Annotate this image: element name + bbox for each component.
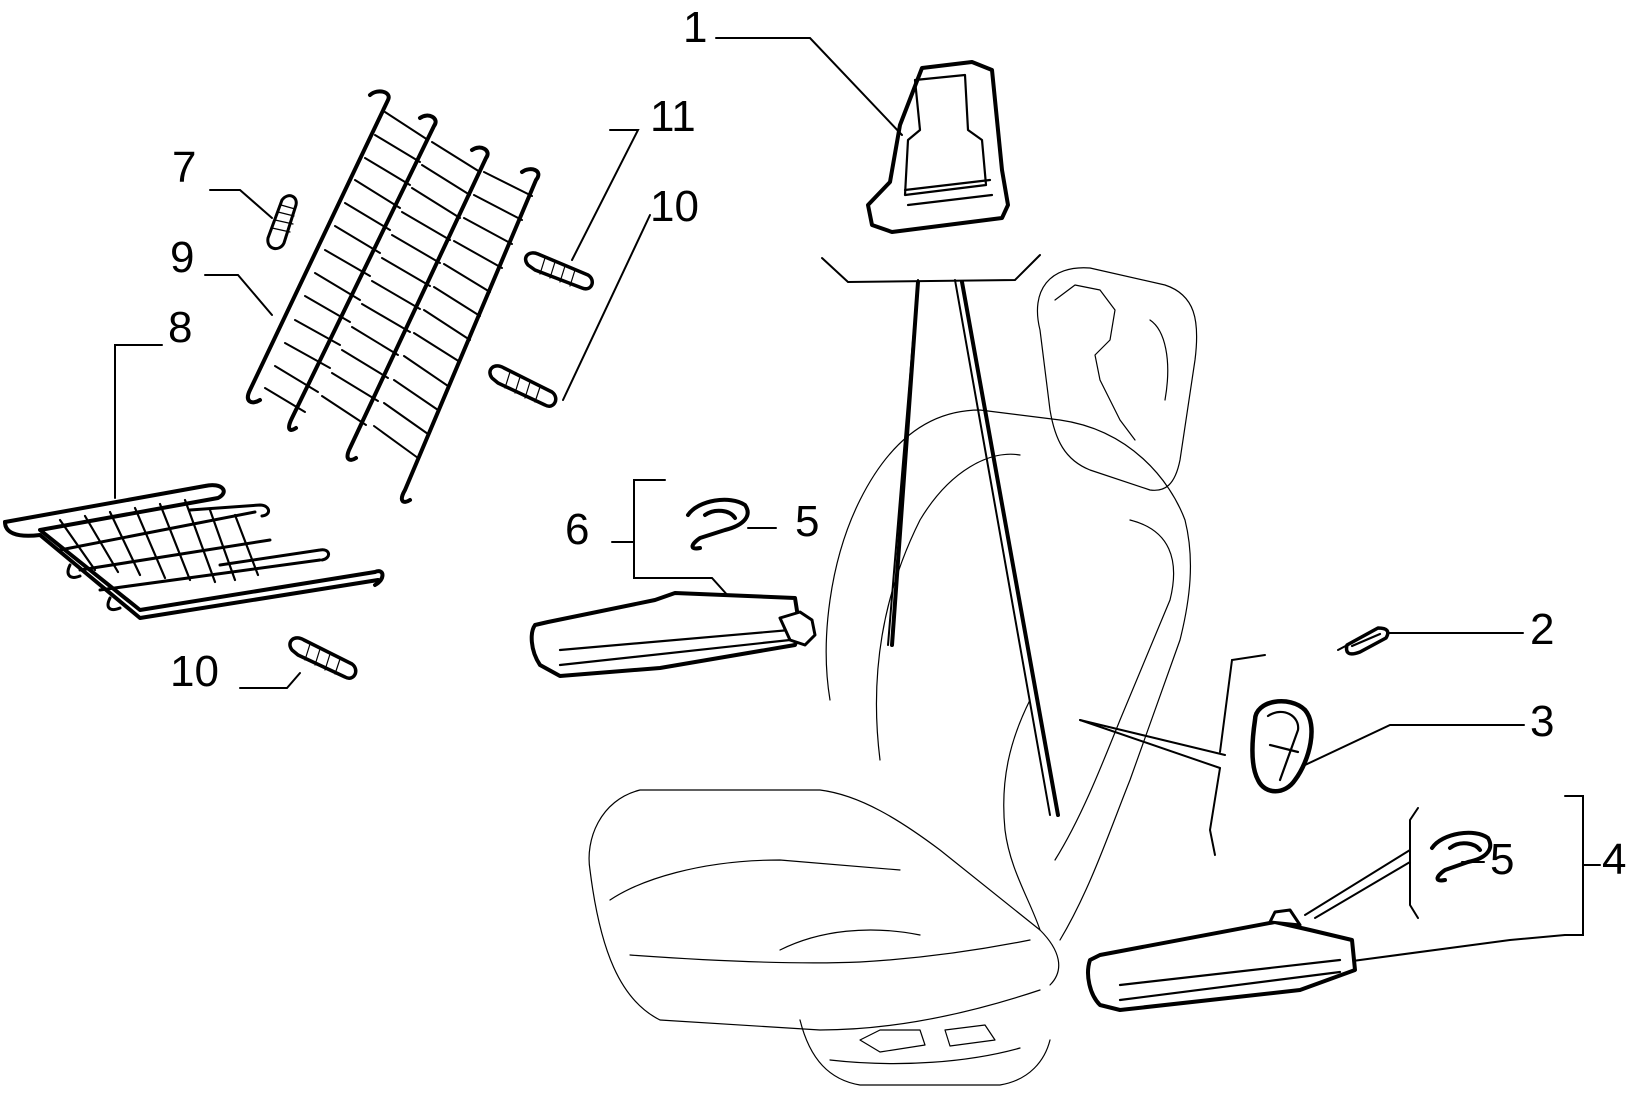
armrest-4 — [1086, 908, 1357, 1012]
callout-8: 8 — [168, 303, 193, 352]
callout-9: 9 — [170, 233, 195, 282]
callout-10-upper: 10 — [650, 182, 699, 231]
clip-5-left — [686, 497, 750, 551]
clip-2 — [1344, 626, 1390, 656]
callout-11: 11 — [650, 92, 696, 141]
callout-4: 4 — [1602, 835, 1627, 884]
spring-frame-8 — [3, 483, 385, 620]
callout-7: 7 — [172, 143, 197, 192]
headrest-guide — [866, 60, 1010, 234]
callout-1: 1 — [683, 3, 708, 52]
spring-7 — [266, 194, 298, 251]
clip-5-right — [1430, 830, 1493, 883]
leader-lines — [114, 37, 1601, 963]
callout-6: 6 — [565, 505, 590, 554]
callout-2: 2 — [1530, 605, 1555, 654]
callout-5-right: 5 — [1490, 835, 1515, 884]
armrest-6 — [529, 591, 817, 678]
callout-5-left: 5 — [795, 497, 820, 546]
pin-11 — [523, 251, 594, 291]
callout-3: 3 — [1530, 697, 1555, 746]
seat-outline — [588, 267, 1198, 1086]
spring-mat-9 — [245, 89, 541, 504]
callout-10-lower: 10 — [170, 647, 219, 696]
pin-10-upper — [488, 364, 558, 408]
pin-10-lower — [288, 636, 358, 680]
